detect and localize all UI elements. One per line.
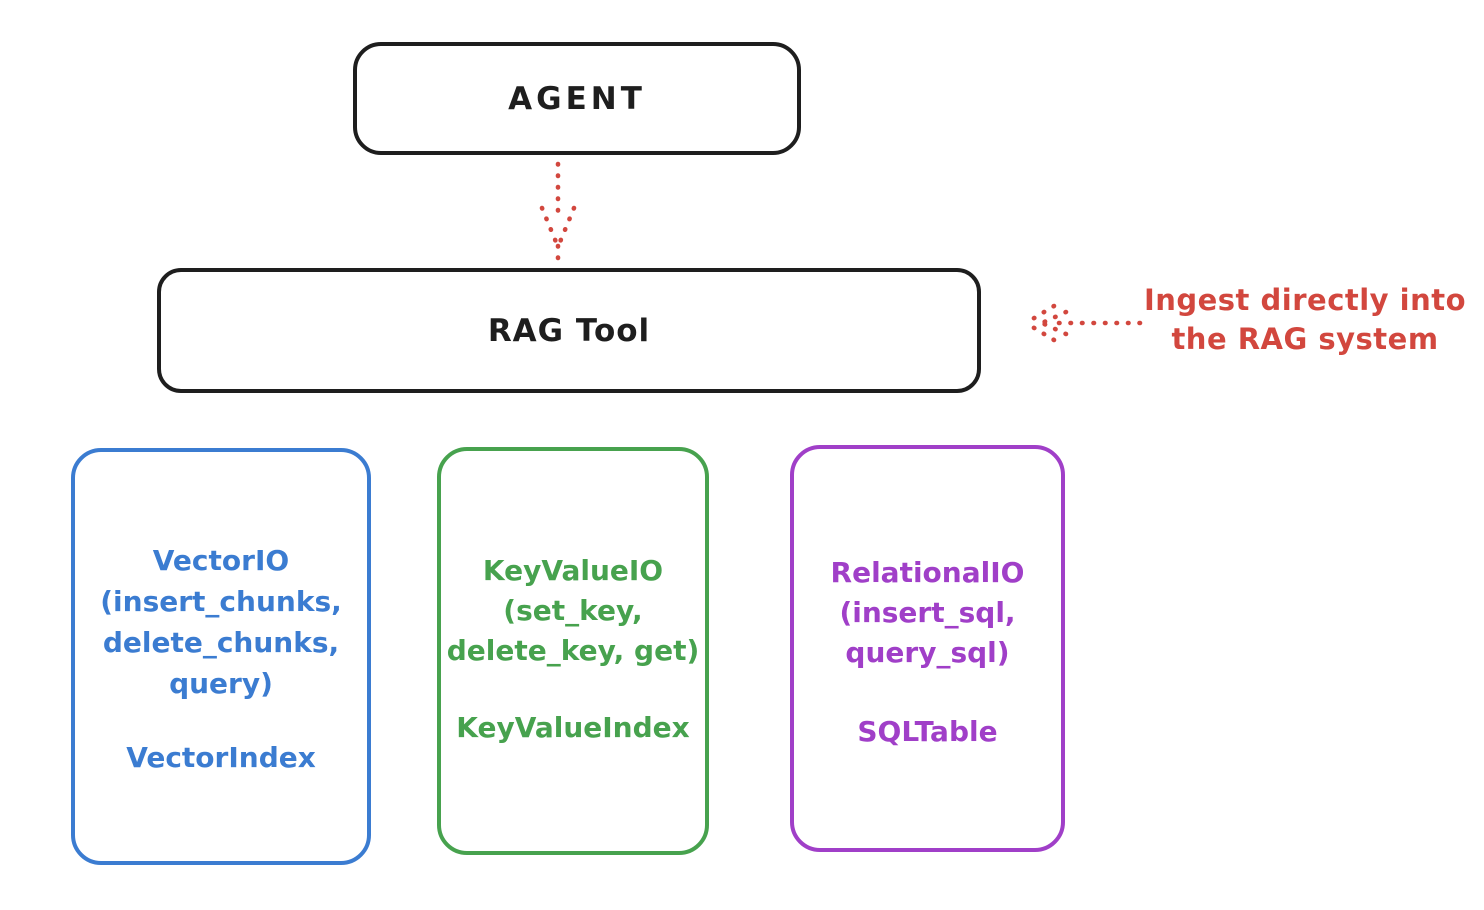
relationalio-index-label: SQLTable [857, 715, 998, 748]
relationalio-node: RelationalIO (insert_sql, query_sql) SQLTa… [790, 445, 1065, 852]
io-line: query_sql) [845, 636, 1010, 669]
keyvalueio-index-label: KeyValueIndex [456, 711, 690, 744]
ingest-annotation-line-1: Ingest directly into [1143, 283, 1467, 317]
io-line: RelationalIO [830, 556, 1025, 589]
vectorio-io-label: VectorIO (insert_chunks, delete_chunks,que… [75, 540, 367, 704]
io-line: VectorIO [152, 544, 290, 577]
vectorio-node: VectorIO (insert_chunks, delete_chunks,que… [71, 448, 371, 865]
agent-to-ragtool-dotted-arrow-icon [539, 161, 577, 267]
keyvalueio-node: KeyValueIO (set_key, delete_key, get) KeyV… [437, 447, 709, 855]
rag-tool-label: RAG Tool [487, 312, 651, 349]
keyvalueio-io-label: KeyValueIO (set_key, delete_key, get) [441, 551, 705, 671]
io-line: (set_key, [503, 594, 643, 627]
agent-label: AGENT [508, 80, 646, 117]
io-line: delete_chunks, [102, 626, 340, 659]
ingest-annotation-line-2: the RAG system [1171, 322, 1439, 356]
agent-node: AGENT [353, 42, 801, 155]
relationalio-io-label: RelationalIO (insert_sql, query_sql) [794, 553, 1061, 673]
vectorio-index-label: VectorIndex [126, 741, 316, 774]
io-line: (insert_chunks, [100, 585, 342, 618]
io-line: KeyValueIO [482, 554, 664, 587]
ingest-dotted-arrow-icon [1023, 303, 1143, 343]
io-line: delete_key, get) [446, 634, 700, 667]
rag-tool-node: RAG Tool [157, 268, 981, 393]
io-line: query) [169, 667, 273, 700]
io-line: (insert_sql, [839, 596, 1016, 629]
ingest-annotation: Ingest directly into the RAG system [1130, 281, 1480, 359]
